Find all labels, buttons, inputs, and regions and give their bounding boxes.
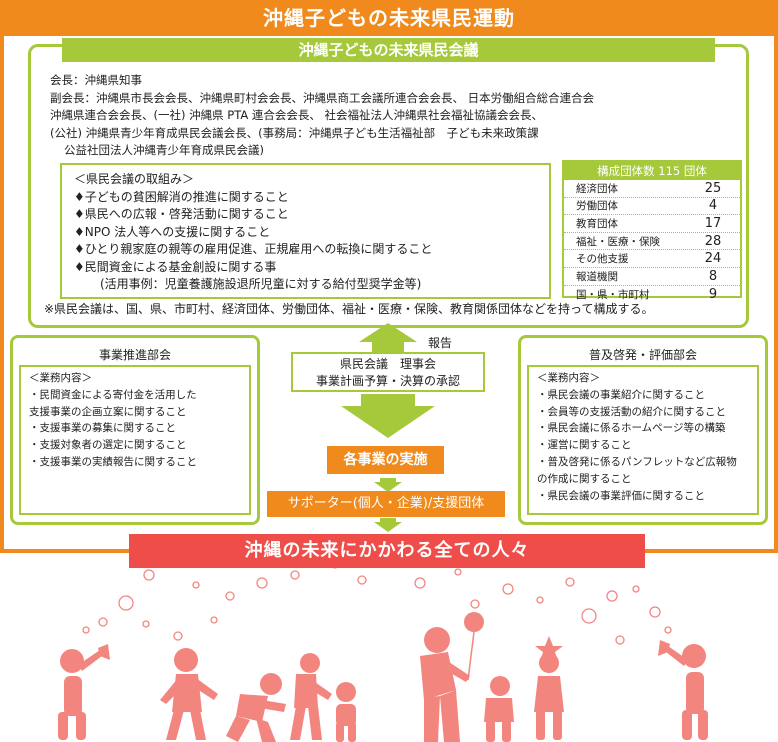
duty-item: ・運営に関すること <box>537 439 632 452</box>
project-promotion-committee: 事業推進部会 ＜業務内容＞ ・民間資金による寄付金を活用した 支援事業の企画立案… <box>10 335 260 525</box>
duty-item: ・支援事業の実績報告に関すること <box>29 455 197 468</box>
council-title: 沖縄子どもの未来県民会議 <box>62 38 715 62</box>
duties-heading: ＜業務内容＞ <box>29 372 92 384</box>
committee-title: 普及啓発・評価部会 <box>588 348 697 362</box>
everyone-banner: 沖縄の未来にかかわる全ての人々 <box>129 534 645 568</box>
member-label: 経済団体 <box>576 182 618 195</box>
member-count: 8 <box>708 268 718 284</box>
member-count: 9 <box>708 286 718 302</box>
member-count: 17 <box>704 215 722 231</box>
committee-duties: ＜業務内容＞ ・県民会議の事業紹介に関すること ・会員等の支援活動の紹介に関する… <box>527 365 759 515</box>
member-label: 報道機関 <box>576 270 618 283</box>
duty-item: ・普及啓発に係るパンフレットなど広報物 <box>537 455 737 468</box>
member-row: 経済団体 25 <box>564 180 740 198</box>
member-row: 国・県・市町村 9 <box>564 286 740 304</box>
committee-duties: ＜業務内容＞ ・民間資金による寄付金を活用した 支援事業の企画立案に関すること … <box>19 365 251 515</box>
member-row: 報道機関 8 <box>564 268 740 286</box>
council-line: 副会長：沖縄県市長会会長、沖縄県町村会会長、沖縄県商工会議所連合会会長、 日本労… <box>50 90 595 105</box>
initiative-item: ♦NPO 法人等への支援に関すること <box>74 224 271 239</box>
member-count: 24 <box>704 251 722 267</box>
member-label: 教育団体 <box>576 217 618 230</box>
council-footnote: ※県民会議は、国、県、市町村、経済団体、労働団体、福祉・医療・保険、教育関係団体… <box>44 302 654 316</box>
duty-item: 支援事業の企画立案に関すること <box>29 405 187 418</box>
report-up-arrow <box>359 323 417 352</box>
initiative-example: (活用事例：児童養護施設退所児童に対する給付型奨学金等) <box>100 277 422 291</box>
member-count: 25 <box>704 180 722 196</box>
supporter-arrow <box>374 518 402 532</box>
member-organizations-table: 構成団体数 115 団体 経済団体 25 労働団体 4 教育団体 17 福祉・医療・保… <box>562 160 742 302</box>
duty-item: ・民間資金による寄付金を活用した <box>29 388 197 401</box>
member-label: 労働団体 <box>576 200 618 213</box>
council-officers: 会長：沖縄県知事 副会長：沖縄県市長会会長、沖縄県町村会会長、沖縄県商工会議所連… <box>50 72 750 160</box>
duty-item: ・支援対象者の選定に関すること <box>29 439 187 452</box>
duty-item: ・県民会議に係るホームページ等の構築 <box>537 422 726 435</box>
member-count: 4 <box>708 198 718 214</box>
council-line: 会長：沖縄県知事 <box>50 73 142 87</box>
council-line: 公益社団法人沖縄青少年育成県民会議) <box>64 143 264 158</box>
duty-item: ・県民会議の事業評価に関すること <box>537 489 705 502</box>
awareness-evaluation-committee: 普及啓発・評価部会 ＜業務内容＞ ・県民会議の事業紹介に関すること ・会員等の支… <box>518 335 768 525</box>
duty-item: ・県民会議の事業紹介に関すること <box>537 388 705 401</box>
movement-title: 沖縄子どもの未来県民運動 <box>0 0 778 36</box>
bubbles-icon <box>82 555 672 645</box>
duties-heading: ＜業務内容＞ <box>537 372 600 384</box>
supporter-arrow <box>374 478 402 492</box>
duty-item: ・会員等の支援活動の紹介に関すること <box>537 405 726 418</box>
implementation-down-arrow <box>341 394 435 438</box>
people-illustration <box>58 612 708 742</box>
council-line: 沖縄県連合会会長、(一社) 沖縄県 PTA 連合会会長、 社会福祉法人沖縄県社会… <box>50 108 544 123</box>
board-title: 県民会議 理事会 <box>339 357 436 371</box>
board-subtitle: 事業計画予算・決算の承認 <box>315 374 460 388</box>
supporters-badge: サポーター(個人・企業)/支援団体 <box>267 491 505 517</box>
initiatives-heading: ＜県民会議の取組み＞ <box>74 172 195 186</box>
council-line: (公社) 沖縄県青少年育成県民会議会長、(事務局：沖縄県子ども生活福祉部 子ども… <box>50 125 539 140</box>
member-row: 労働団体 4 <box>564 198 740 216</box>
member-label: 国・県・市町村 <box>576 288 650 301</box>
member-count-heading: 構成団体数 115 団体 <box>564 162 740 180</box>
initiative-item: ♦県民への広報・啓発活動に関すること <box>74 207 289 221</box>
initiative-item: ♦子どもの貧困解消の推進に関すること <box>74 189 289 204</box>
initiative-item: ♦ひとり親家庭の親等の雇用促進、正規雇用への転換に関すること <box>74 242 433 256</box>
board-of-directors-box: 県民会議 理事会 事業計画予算・決算の承認 <box>291 352 485 392</box>
member-count: 28 <box>704 233 722 249</box>
member-row: その他支援 24 <box>564 250 740 268</box>
committee-title: 事業推進部会 <box>98 348 171 362</box>
member-label: その他支援 <box>576 253 629 266</box>
member-row: 教育団体 17 <box>564 215 740 233</box>
initiative-item: ♦民間資金による基金創設に関する事 <box>74 259 277 274</box>
duty-item: の作成に関すること <box>537 472 632 485</box>
implementation-badge: 各事業の実施 <box>327 446 444 474</box>
member-row: 福祉・医療・保険 28 <box>564 233 740 251</box>
duty-item: ・支援事業の募集に関すること <box>29 422 176 435</box>
member-label: 福祉・医療・保険 <box>576 235 660 248</box>
initiatives-box: ＜県民会議の取組み＞ ♦子どもの貧困解消の推進に関すること ♦県民への広報・啓発… <box>60 163 551 299</box>
report-label: 報告 <box>428 336 453 350</box>
